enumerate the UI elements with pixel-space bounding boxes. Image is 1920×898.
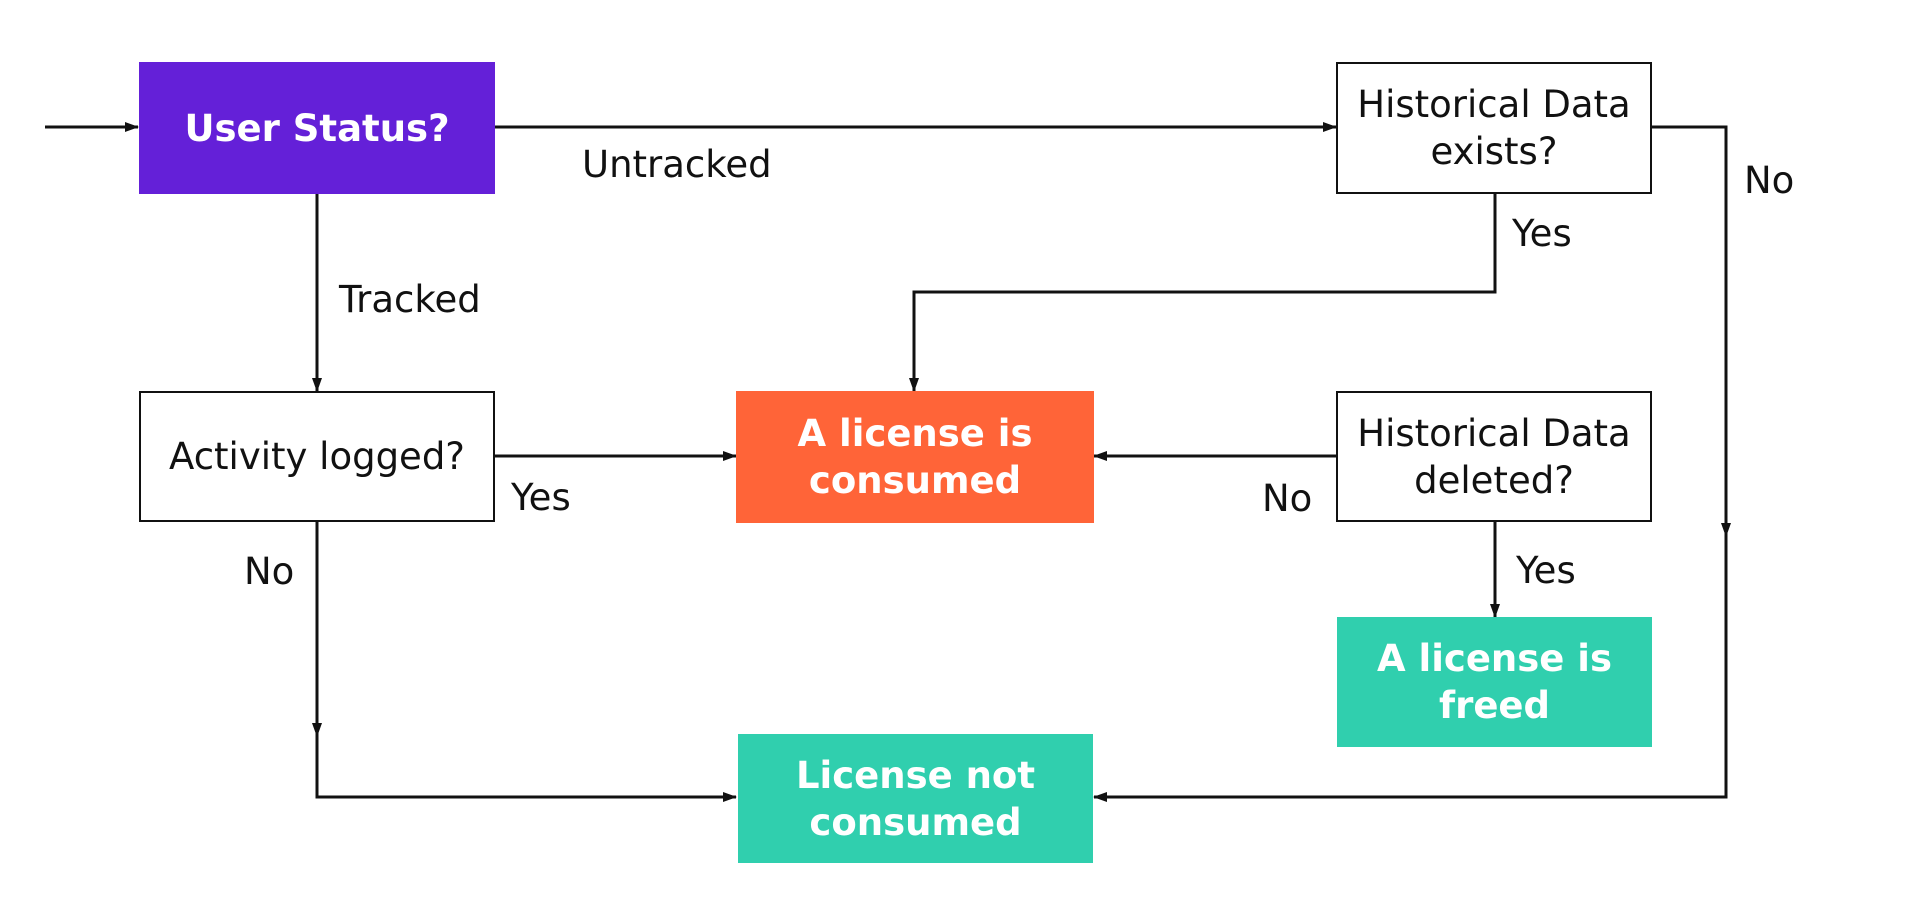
- edge-logged-no: [315, 522, 737, 802]
- node-license-consumed-line-1: A license is: [797, 412, 1033, 455]
- edge-label-tracked: Tracked: [339, 278, 481, 321]
- node-user-status-text: User Status?: [184, 106, 450, 150]
- edge-label-deleted-yes: Yes: [1516, 549, 1576, 592]
- node-license-consumed-line-2: consumed: [808, 459, 1022, 502]
- node-historical-data-deleted: Historical Data deleted?: [1336, 391, 1652, 522]
- node-historical-data-exists-line-1: Historical Data: [1357, 83, 1631, 126]
- edge-label-exists-yes: Yes: [1512, 212, 1572, 255]
- edge-exists-yes: [909, 194, 1497, 392]
- node-license-freed: A license is freed: [1337, 617, 1652, 747]
- node-activity-logged-text: Activity logged?: [169, 435, 465, 478]
- node-historical-data-deleted-line-2: deleted?: [1414, 458, 1574, 502]
- node-license-consumed: A license is consumed: [736, 391, 1094, 523]
- edge-label-logged-no: No: [244, 550, 295, 593]
- node-historical-data-deleted-line-1: Historical Data: [1357, 411, 1631, 455]
- node-activity-logged: Activity logged?: [139, 391, 495, 522]
- node-license-freed-line-1: A license is: [1377, 637, 1612, 680]
- node-historical-data-exists-line-2: exists?: [1430, 130, 1558, 173]
- edge-label-untracked: Untracked: [582, 143, 772, 186]
- node-license-not-consumed-line-1: License not: [795, 753, 1036, 797]
- node-license-not-consumed: License not consumed: [738, 734, 1093, 863]
- node-historical-data-exists: Historical Data exists?: [1336, 62, 1652, 194]
- node-user-status: User Status?: [139, 62, 495, 194]
- node-license-freed-line-2: freed: [1438, 684, 1551, 727]
- node-license-not-consumed-line-2: consumed: [809, 800, 1022, 844]
- edge-label-exists-no: No: [1744, 159, 1795, 202]
- edge-label-logged-yes: Yes: [511, 476, 571, 519]
- edge-label-deleted-no: No: [1262, 477, 1313, 520]
- edge-exists-no: [1093, 125, 1728, 802]
